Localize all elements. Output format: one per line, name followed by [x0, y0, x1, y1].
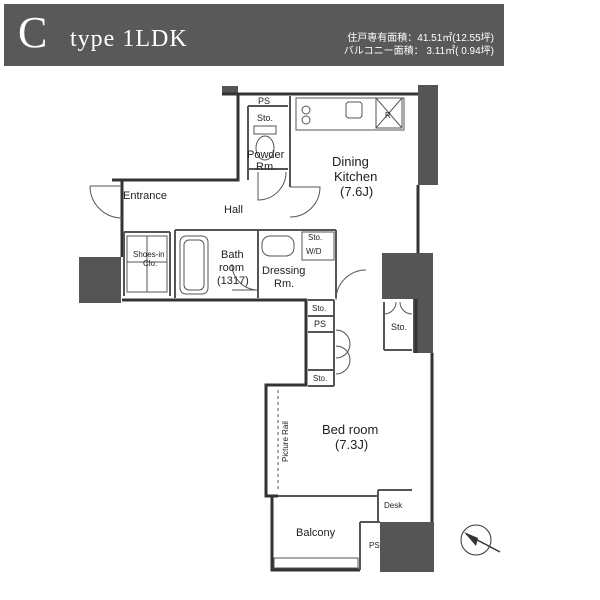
bathtub — [179, 235, 209, 295]
label-sto-lower: Sto. — [313, 374, 327, 383]
washbasin — [261, 235, 295, 257]
label-balcony: Balcony — [296, 527, 336, 539]
wall-right-column — [382, 253, 416, 299]
wall-left-block — [79, 257, 121, 303]
type-name: type 1LDK — [70, 26, 188, 52]
label-bedroom-1: Bed room — [322, 422, 378, 437]
toilet-bowl — [255, 135, 275, 161]
balcony-rail — [273, 557, 359, 569]
fixtures — [126, 97, 405, 569]
label-powder-2: Rm. — [256, 161, 276, 173]
hall-door — [257, 171, 287, 201]
label-bath-2: room — [219, 262, 244, 274]
label-shoes-1: Shoes-in — [133, 250, 165, 259]
doors — [89, 171, 413, 375]
label-entrance: Entrance — [123, 190, 167, 202]
exclusive-area: 住戸専有面積：41.51㎡(12.55坪) — [347, 33, 494, 44]
label-dining-2: Kitchen — [334, 169, 377, 184]
label-fridge: R — [385, 111, 391, 120]
label-hall: Hall — [224, 204, 243, 216]
compass-north-icon — [460, 524, 501, 556]
label-dining-1: Dining — [332, 154, 369, 169]
label-sto-small: Sto. — [312, 304, 326, 313]
label-ps-mid: PS — [314, 319, 326, 329]
toilet-tank — [253, 125, 277, 135]
stove-burner-1 — [301, 105, 311, 115]
label-wd: W/D — [306, 247, 322, 256]
sto-right-door — [383, 301, 413, 315]
label-desk: Desk — [384, 501, 403, 510]
label-ps-bottom: PS — [369, 541, 380, 550]
dressing-door — [335, 269, 367, 301]
plan-header: C type 1LDK 住戸専有面積：41.51㎡(12.55坪) バルコニー面… — [4, 4, 504, 66]
balcony-area: バルコニー面積： 3.11㎡( 0.94坪) — [343, 46, 494, 57]
structural-walls — [79, 85, 438, 572]
type-letter: C — [18, 8, 48, 57]
outer-walls — [112, 92, 434, 572]
label-bath-1: Bath — [221, 249, 244, 261]
entrance-door — [89, 185, 123, 219]
label-picture-rail: Picture Rail — [281, 421, 290, 462]
label-sto-powder: Sto. — [257, 113, 273, 123]
bedroom-closet-door — [335, 329, 351, 375]
bath-door — [231, 263, 259, 291]
fridge — [375, 97, 403, 129]
label-shoes-2: Clo. — [143, 259, 157, 268]
room-labels: PS Sto. R Powder Rm. Dining Kitchen (7.6… — [123, 96, 407, 550]
wd-box — [301, 231, 335, 261]
wall-bottom-right — [380, 522, 434, 572]
label-dining-3: (7.6J) — [340, 184, 373, 199]
kitchen-sink — [345, 101, 363, 119]
wall-top-left-block — [222, 86, 238, 94]
wall-top-right-column — [418, 85, 438, 185]
label-dressing-2: Rm. — [274, 278, 294, 290]
label-powder-1: Powder — [247, 149, 285, 161]
label-bedroom-2: (7.3J) — [335, 437, 368, 452]
dining-door — [289, 186, 321, 218]
bathtub-inner — [183, 239, 205, 291]
wall-right-mid — [413, 253, 433, 353]
interior-partitions — [123, 96, 412, 570]
label-bath-3: (1317) — [217, 275, 249, 287]
kitchen-counter — [295, 97, 405, 131]
label-ps-top: PS — [258, 96, 270, 106]
label-dressing-1: Dressing — [262, 265, 305, 277]
label-sto-right: Sto. — [391, 322, 407, 332]
stove-burner-2 — [301, 115, 311, 125]
area-info: 住戸専有面積：41.51㎡(12.55坪) バルコニー面積： 3.11㎡( 0.… — [284, 32, 494, 58]
label-sto-wd: Sto. — [308, 233, 322, 242]
